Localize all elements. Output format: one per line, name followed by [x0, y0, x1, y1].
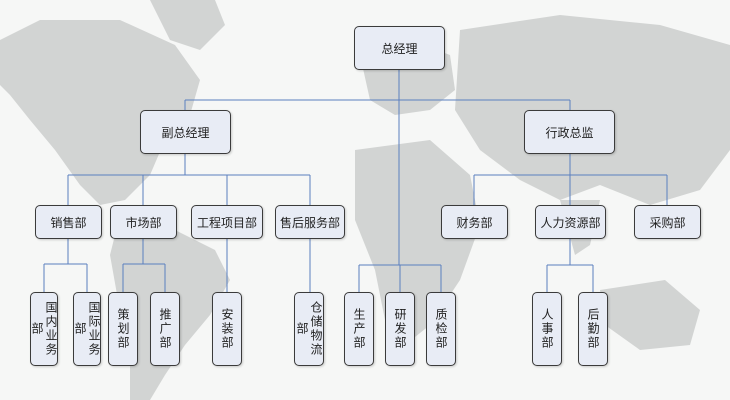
- promotion-box[interactable]: 推广部: [150, 292, 180, 366]
- production-box[interactable]: 生产部: [344, 292, 374, 366]
- finance-label: 财务部: [456, 215, 493, 230]
- logistics-box[interactable]: 仓储物流部: [294, 292, 324, 366]
- planning-box[interactable]: 策划部: [108, 292, 138, 366]
- purchasing-label: 采购部: [649, 215, 686, 230]
- ceo-box[interactable]: 总经理: [354, 26, 445, 70]
- international-box[interactable]: 国际业务部: [73, 292, 101, 366]
- sales-label: 销售部: [50, 215, 87, 230]
- quality-box[interactable]: 质检部: [426, 292, 456, 366]
- ceo-label: 总经理: [381, 41, 418, 56]
- after-sales-label: 售后服务部: [279, 215, 340, 230]
- quality-label: 质检部: [434, 308, 448, 350]
- planning-label: 策划部: [116, 308, 130, 350]
- logistics-label: 仓储物流部: [295, 301, 323, 357]
- installation-box[interactable]: 安装部: [212, 292, 242, 366]
- personnel-box[interactable]: 人事部: [532, 292, 562, 366]
- marketing-label: 市场部: [125, 215, 162, 230]
- production-label: 生产部: [352, 308, 366, 350]
- domestic-label: 国内业务部: [30, 301, 58, 357]
- after-sales-box[interactable]: 售后服务部: [275, 205, 345, 239]
- promotion-label: 推广部: [158, 308, 172, 350]
- rnd-box[interactable]: 研发部: [385, 292, 415, 366]
- deputy-gm-box[interactable]: 副总经理: [140, 110, 231, 154]
- logistics-support-box[interactable]: 后勤部: [578, 292, 608, 366]
- engineering-box[interactable]: 工程项目部: [191, 205, 263, 239]
- admin-director-box[interactable]: 行政总监: [524, 110, 615, 154]
- marketing-box[interactable]: 市场部: [110, 205, 177, 239]
- logistics-support-label: 后勤部: [586, 308, 600, 350]
- international-label: 国际业务部: [73, 301, 101, 357]
- personnel-label: 人事部: [540, 308, 554, 350]
- domestic-box[interactable]: 国内业务部: [30, 292, 58, 366]
- deputy-gm-label: 副总经理: [161, 125, 210, 140]
- purchasing-box[interactable]: 采购部: [634, 205, 701, 239]
- admin-director-label: 行政总监: [545, 125, 594, 140]
- rnd-label: 研发部: [393, 308, 407, 350]
- engineering-label: 工程项目部: [196, 215, 257, 230]
- hr-box[interactable]: 人力资源部: [535, 205, 606, 239]
- hr-label: 人力资源部: [540, 215, 601, 230]
- finance-box[interactable]: 财务部: [441, 205, 508, 239]
- sales-box[interactable]: 销售部: [35, 205, 102, 239]
- installation-label: 安装部: [220, 308, 234, 350]
